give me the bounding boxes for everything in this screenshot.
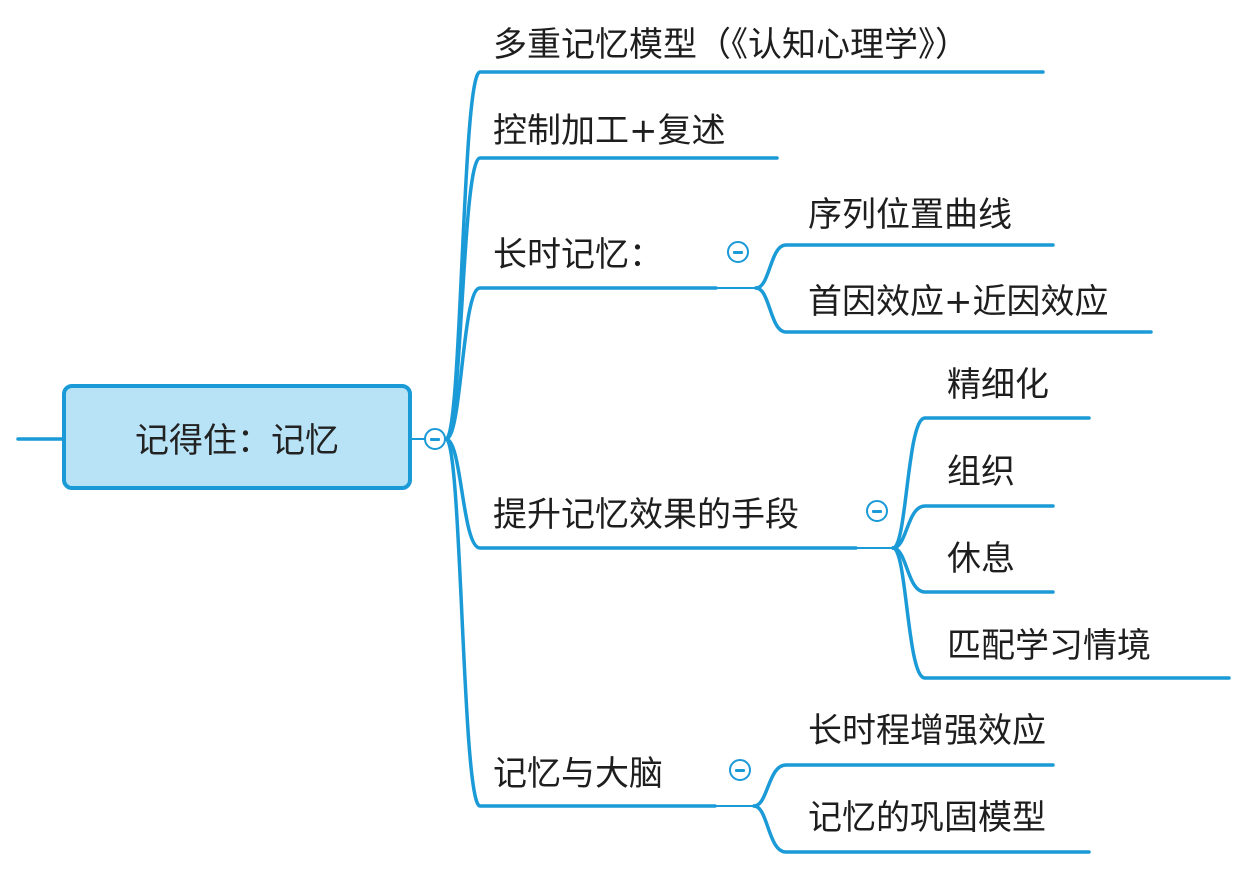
collapse-minus-icon[interactable] bbox=[727, 241, 749, 263]
collapse-minus-icon[interactable] bbox=[424, 428, 446, 450]
connector-sub-5-1 bbox=[752, 763, 1055, 808]
connector-sub-3-1 bbox=[754, 243, 1055, 290]
connector-sub-4-2 bbox=[891, 504, 1055, 550]
sub-node-label[interactable]: 长时程增强效应 bbox=[808, 711, 1046, 751]
branch-node-label[interactable]: 控制加工+复述 bbox=[493, 111, 726, 151]
sub-node-label[interactable]: 记忆的巩固模型 bbox=[808, 798, 1046, 838]
root-node[interactable]: 记得住：记忆 bbox=[62, 384, 412, 490]
root-node-label: 记得住：记忆 bbox=[135, 420, 339, 461]
sub-node-label[interactable]: 休息 bbox=[947, 539, 1015, 579]
branch-node-label[interactable]: 长时记忆： bbox=[493, 235, 663, 275]
connector-sub-4-1 bbox=[891, 416, 1091, 550]
sub-node-label[interactable]: 首因效应+近因效应 bbox=[808, 282, 1109, 322]
branch-node-label[interactable]: 记忆与大脑 bbox=[493, 754, 663, 794]
connector-branch-4 bbox=[444, 437, 858, 550]
connector-sub-3-2 bbox=[754, 286, 1153, 334]
connector-sub-4-4 bbox=[891, 546, 1231, 680]
sub-node-label[interactable]: 组织 bbox=[947, 452, 1015, 492]
connector-branch-2 bbox=[444, 156, 779, 441]
collapse-minus-icon[interactable] bbox=[729, 759, 751, 781]
collapse-minus-icon[interactable] bbox=[866, 500, 888, 522]
connector-branch-3 bbox=[444, 286, 718, 441]
connector-sub-5-2 bbox=[752, 804, 1091, 854]
branch-node-label[interactable]: 多重记忆模型（《认知心理学》） bbox=[493, 25, 969, 65]
branch-node-label[interactable]: 提升记忆效果的手段 bbox=[493, 495, 799, 535]
sub-node-label[interactable]: 序列位置曲线 bbox=[808, 195, 1012, 235]
sub-node-label[interactable]: 匹配学习情境 bbox=[947, 626, 1151, 666]
sub-node-label[interactable]: 精细化 bbox=[947, 365, 1049, 405]
connector-branch-5 bbox=[444, 437, 717, 808]
